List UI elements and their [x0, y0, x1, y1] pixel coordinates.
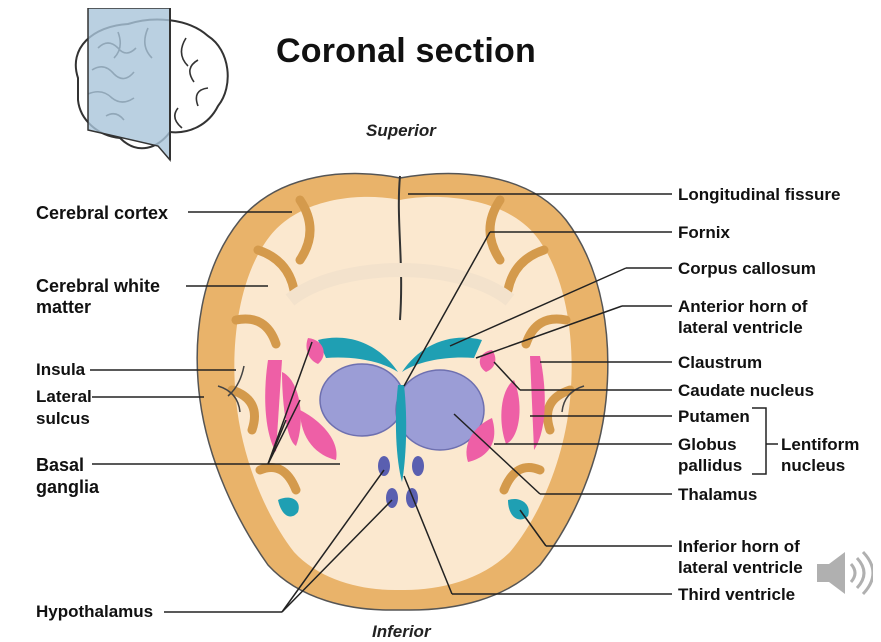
speaker-icon[interactable]: [815, 548, 873, 598]
label-lentiform-1: Lentiform: [781, 435, 860, 454]
label-thalamus: Thalamus: [678, 485, 758, 504]
superior-label: Superior: [366, 121, 436, 140]
leader-lines: [90, 193, 778, 613]
label-insula: Insula: [36, 360, 86, 379]
label-cerebral-white-matter-1: Cerebral white: [36, 276, 161, 296]
label-inferior-horn-1: Inferior horn of: [678, 537, 800, 556]
label-putamen: Putamen: [678, 407, 750, 426]
label-inferior-horn-2: lateral ventricle: [678, 558, 803, 577]
label-lateral-sulcus-1: Lateral: [36, 387, 92, 406]
label-caudate-nucleus: Caudate nucleus: [678, 381, 815, 400]
label-basal-ganglia-1: Basal: [36, 455, 85, 475]
label-claustrum: Claustrum: [678, 353, 763, 372]
label-globus-pallidus-2: pallidus: [678, 456, 743, 475]
label-lateral-sulcus-2: sulcus: [36, 409, 90, 428]
label-fornix: Fornix: [678, 223, 730, 242]
label-globus-pallidus-1: Globus: [678, 435, 737, 454]
inferior-label: Inferior: [372, 622, 431, 641]
label-hypothalamus: Hypothalamus: [36, 602, 154, 621]
label-basal-ganglia-2: ganglia: [36, 477, 100, 497]
label-third-ventricle: Third ventricle: [678, 585, 796, 604]
label-anterior-horn-1: Anterior horn of: [678, 297, 808, 316]
label-anterior-horn-2: lateral ventricle: [678, 318, 803, 337]
label-lentiform-2: nucleus: [781, 456, 846, 475]
slide-title: Coronal section: [276, 32, 536, 70]
label-cerebral-cortex: Cerebral cortex: [36, 203, 169, 223]
brain-outline-icon: [75, 8, 229, 163]
label-corpus-callosum: Corpus callosum: [678, 259, 816, 278]
label-cerebral-white-matter-2: matter: [36, 297, 92, 317]
label-longitudinal-fissure: Longitudinal fissure: [678, 185, 841, 204]
